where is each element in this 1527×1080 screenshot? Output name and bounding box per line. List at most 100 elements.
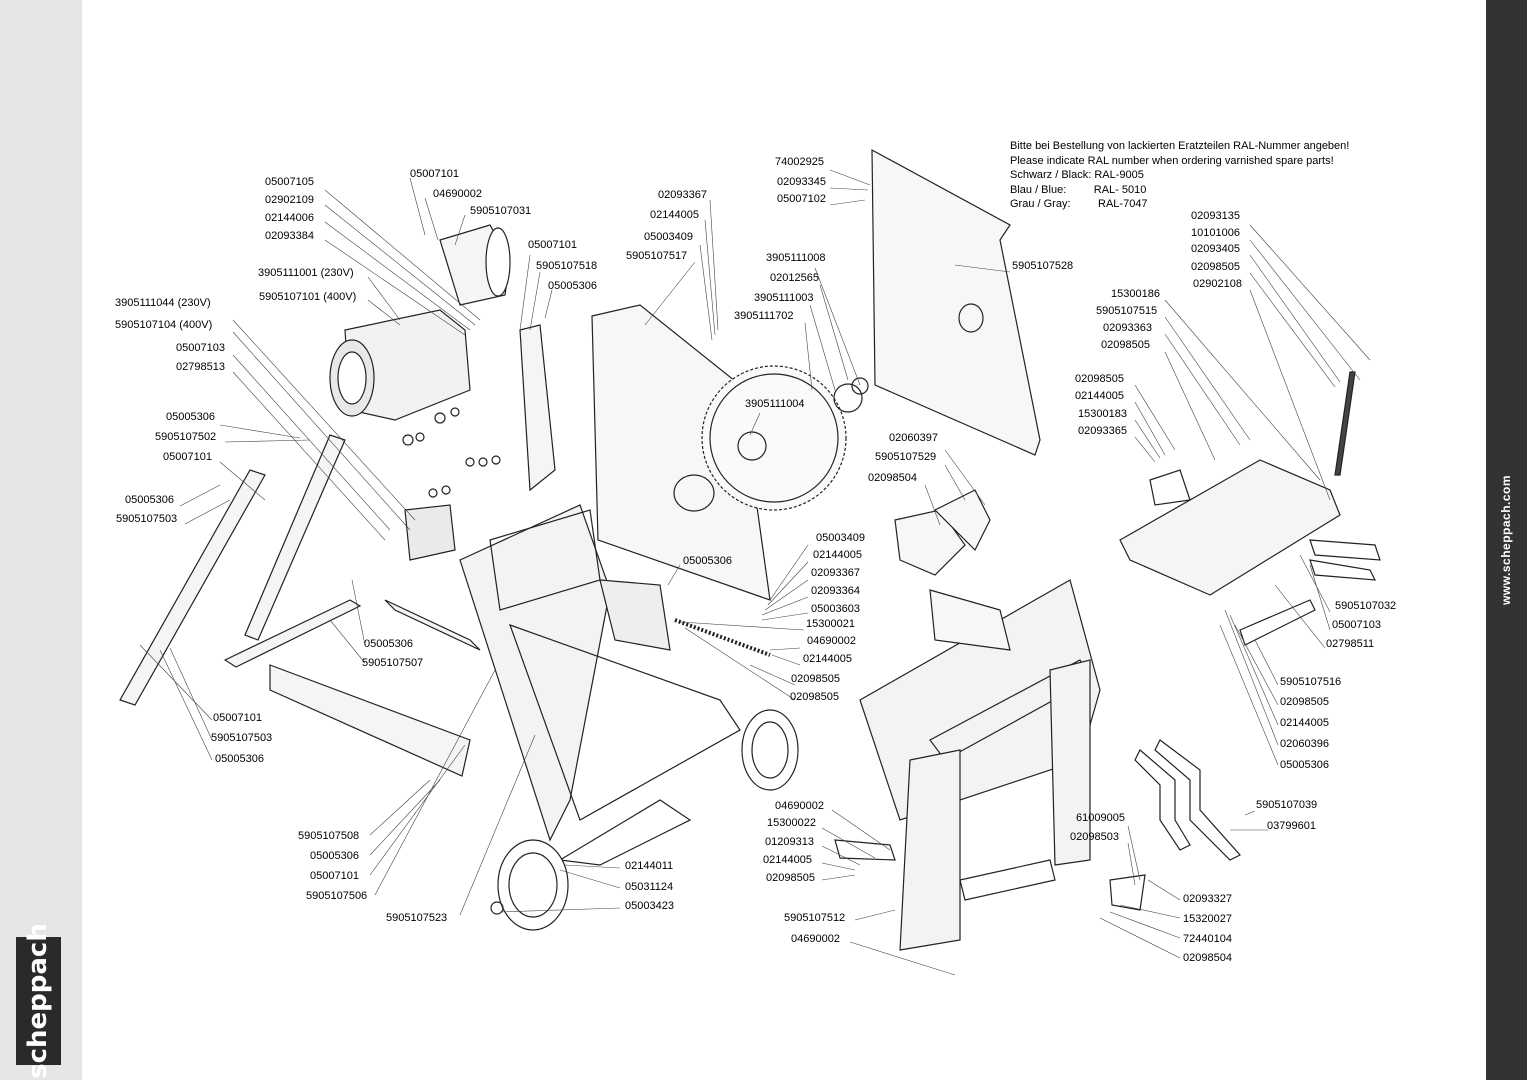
right-brand-band — [1486, 0, 1527, 1080]
motor-drawing — [329, 224, 511, 498]
note-line: Bitte bei Bestellung von lackierten Erat… — [1010, 140, 1350, 152]
part-label: 05007103 — [176, 342, 225, 354]
part-label: 5905107516 — [1280, 676, 1342, 688]
part-label: 02902109 — [265, 194, 314, 206]
part-label: 15300021 — [806, 618, 855, 630]
note-line: Blau / Blue: RAL- 5010 — [1010, 183, 1147, 196]
part-label: 5905107503 — [211, 732, 273, 744]
part-label: 5905107529 — [875, 451, 937, 463]
part-label: 04690002 — [775, 800, 824, 812]
part-label: 01209313 — [765, 836, 814, 848]
part-label: 05007103 — [1332, 619, 1381, 631]
part-label: 5905107507 — [362, 657, 424, 669]
part-label: 05005306 — [310, 850, 359, 862]
part-label: 02144005 — [1075, 390, 1124, 402]
note-line: Grau / Gray: RAL-7047 — [1010, 198, 1148, 210]
saw-blade — [701, 365, 869, 511]
part-label: 05005306 — [364, 638, 413, 650]
part-label: 5905107502 — [155, 431, 217, 443]
left-leg-frame — [119, 434, 481, 777]
part-label: 3905111004 — [745, 398, 805, 410]
part-label: 02098505 — [1280, 696, 1329, 708]
part-label: 02060397 — [889, 432, 938, 444]
part-label: 5905107101 (400V) — [259, 291, 357, 303]
scheppach-logo — [16, 937, 61, 1065]
main-frame — [459, 504, 741, 866]
part-label: 05005306 — [166, 411, 215, 423]
part-label: 5905107528 — [1012, 260, 1074, 272]
rear-cover-plate — [871, 148, 1041, 456]
part-label: 02093135 — [1191, 210, 1240, 222]
part-label: 02798513 — [176, 361, 225, 373]
part-label: 05005306 — [215, 753, 264, 765]
part-label: 5905107508 — [298, 830, 360, 842]
switch-box — [404, 504, 456, 561]
part-label: 05007105 — [265, 176, 314, 188]
part-label: 02144011 — [625, 860, 674, 872]
part-label: 5905107503 — [116, 513, 178, 525]
part-label: 02093384 — [265, 230, 314, 242]
part-label: 05007101 — [528, 239, 577, 251]
part-label: 02144005 — [813, 549, 862, 561]
part-label: 3905111702 — [734, 310, 794, 322]
part-label: 5905107523 — [386, 912, 448, 924]
part-label: 05005306 — [1280, 759, 1329, 771]
part-label: 02093405 — [1191, 243, 1240, 255]
part-label: 05005306 — [125, 494, 174, 506]
part-label: 05003409 — [816, 532, 865, 544]
part-label: 3905111008 — [766, 252, 826, 264]
part-label: 15300022 — [767, 817, 816, 829]
part-label: 72440104 — [1183, 933, 1232, 945]
part-label: 3905111044 (230V) — [115, 297, 211, 309]
part-label: 02093345 — [777, 176, 826, 188]
part-label: 5905107512 — [784, 912, 846, 924]
part-label: 3905111001 (230V) — [258, 267, 354, 279]
part-label: 5905107515 — [1096, 305, 1158, 317]
note-line: Schwarz / Black: RAL-9005 — [1010, 169, 1144, 181]
part-label: 05007101 — [310, 870, 359, 882]
part-label: 02093363 — [1103, 322, 1152, 334]
part-label: 3905111003 — [754, 292, 814, 304]
part-label: 02144005 — [803, 653, 852, 665]
part-label: 02093327 — [1183, 893, 1232, 905]
part-label: 05003409 — [644, 231, 693, 243]
part-label: 5905107031 — [470, 205, 532, 217]
part-label: 05007101 — [163, 451, 212, 463]
part-label: 05003423 — [625, 900, 674, 912]
part-label: 02098504 — [868, 472, 917, 484]
part-label: 02098505 — [766, 872, 815, 884]
part-label: 05007101 — [213, 712, 262, 724]
part-label: 02098505 — [790, 691, 839, 703]
part-label: 61009005 — [1076, 812, 1125, 824]
part-label: 15300186 — [1111, 288, 1160, 300]
part-label: 02012565 — [770, 272, 819, 284]
spring-rod — [674, 618, 771, 657]
part-label: 02093364 — [811, 585, 860, 597]
part-label: 04690002 — [807, 635, 856, 647]
note-line: Please indicate RAL number when ordering… — [1010, 154, 1334, 167]
part-label: 02798511 — [1326, 638, 1375, 650]
part-label: 5905107517 — [626, 250, 688, 262]
part-label: 02060396 — [1280, 738, 1329, 750]
wheel-right — [741, 709, 799, 791]
part-label: 04690002 — [433, 188, 482, 200]
part-label: 02144005 — [650, 209, 699, 221]
part-label: 02098504 — [1183, 952, 1232, 964]
part-label: 05007102 — [777, 193, 826, 205]
ral-color-note: Bitte bei Bestellung von lackierten Erat… — [1010, 139, 1349, 212]
part-label: 05005306 — [548, 280, 597, 292]
part-label: 02098505 — [1101, 339, 1150, 351]
part-label: 02098505 — [791, 673, 840, 685]
part-label: 5905107032 — [1335, 600, 1397, 612]
part-label: 05005306 — [683, 555, 732, 567]
table-frame — [859, 489, 1101, 951]
part-label: 02093367 — [658, 189, 707, 201]
part-label: 74002925 — [775, 156, 824, 168]
part-label: 02098505 — [1191, 261, 1240, 273]
part-label: 05007101 — [410, 168, 459, 180]
part-label: 02098505 — [1075, 373, 1124, 385]
leader-lines — [139, 169, 1371, 976]
part-label: 15320027 — [1183, 913, 1232, 925]
part-label: 5905107506 — [306, 890, 368, 902]
